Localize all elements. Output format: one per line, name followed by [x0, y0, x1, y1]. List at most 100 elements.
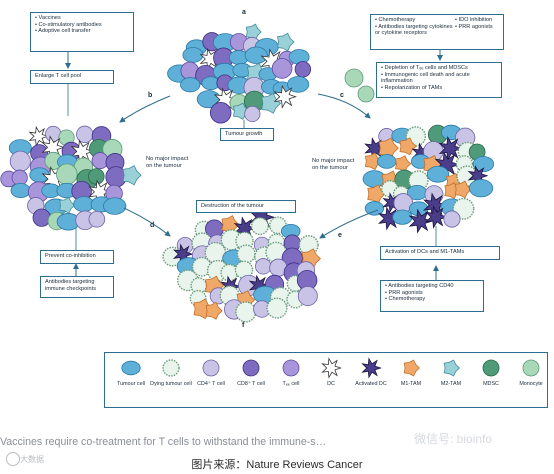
m1-tam-14 [364, 152, 382, 171]
destruction-label: Destruction of the tumour [201, 203, 264, 209]
tumour-cell-37 [468, 179, 494, 198]
chemo-item: Chemotherapy [375, 17, 455, 24]
monocyte-legend [522, 359, 540, 377]
panel-letter-d: d [150, 222, 155, 229]
caption: Vaccines require co-treatment for T cell… [0, 436, 327, 448]
prr-item: PRR agonists [455, 24, 503, 31]
legend-item-monocyte: Monocyte [509, 357, 553, 387]
treg-cell-swatch-icon [282, 359, 300, 377]
mdsc-legend [482, 359, 500, 377]
dying-tumour-cell-5 [250, 217, 269, 236]
depletion-item: Depletion of Tₑₑ cells and MDSCs [381, 65, 497, 72]
tumour-cell-swatch-icon [121, 360, 141, 376]
box-destruction: Destruction of the tumour [196, 200, 296, 213]
tumour-cell-32 [287, 76, 310, 93]
immunogenic-item: Immunogenic cell death and acute inflamm… [381, 72, 497, 85]
no-impact-left: No major impact on the tumour [146, 156, 189, 169]
tumour-cluster-right [362, 124, 495, 234]
arrow-c [317, 93, 371, 119]
cd40-item: Antibodies targeting CD40 [385, 283, 479, 290]
cd4-t-cell-swatch-icon [202, 359, 220, 377]
box-vaccines: Vaccines Co-stimulatory antibodies Adopt… [30, 12, 134, 52]
treg-cell-legend [282, 359, 300, 377]
adoptive-item: Adoptive cell transfer [35, 28, 129, 35]
arrow-e [319, 209, 379, 239]
m1-tam-swatch-icon [403, 359, 420, 377]
cd4-t-cell-3 [76, 125, 94, 144]
dying-tumour-cell-56 [235, 301, 257, 323]
monocyte-free-1 [344, 68, 364, 88]
tumour-cell-8 [182, 47, 204, 63]
cd4-t-cell-12 [9, 150, 31, 172]
cd4-t-cell-49 [443, 210, 461, 228]
legend-item-tumour-cell: Tumour cell [109, 357, 153, 387]
legend-item-m1-tam: M1-TAM [389, 357, 433, 387]
activated-dc-19 [434, 151, 461, 178]
monocyte-free-2 [357, 85, 375, 103]
arrow-d [123, 207, 171, 237]
mdsc-25 [88, 168, 105, 185]
m2-tam-7 [277, 32, 295, 52]
activated-dc-47 [408, 208, 434, 234]
box-activation: Activation of DCs and M1-TAMs [380, 246, 500, 260]
m1-tam-30 [367, 184, 386, 204]
cd8-t-cell-24 [294, 61, 312, 78]
m2-tam-40 [233, 102, 250, 120]
tumour-cell-38 [364, 201, 385, 216]
m1-tam-53 [193, 298, 214, 320]
tumour-cluster-a [167, 23, 312, 124]
dc-swatch-icon [321, 357, 342, 379]
panel-letter-e: e [338, 232, 342, 239]
legend-item-dying-tumour-cell: Dying tumour cell [149, 357, 193, 387]
legend-label: Tumour cell [117, 381, 145, 387]
box-cd40: Antibodies targeting CD40 PRR agonists C… [380, 280, 484, 312]
costim-item: Co-stimulatory antibodies [35, 22, 129, 29]
cytokine-item: Antibodies targeting cytokines or cytoki… [375, 24, 455, 37]
m2-tam-legend [443, 359, 460, 377]
tumour-cell-28 [10, 183, 31, 198]
tumour-cell-21 [472, 156, 495, 173]
cd8-t-cell-41 [32, 208, 51, 227]
m2-tam-37 [59, 196, 76, 214]
m1-tam-16 [395, 155, 412, 173]
box-tumour-growth: Tumour growth [220, 128, 274, 141]
box-chemotherapy: Chemotherapy Antibodies targeting cytoki… [370, 14, 504, 50]
dc-9 [199, 47, 222, 71]
dying-tumour-cell-swatch-icon [162, 359, 180, 377]
treg-cell-23 [271, 58, 293, 79]
dying-tumour-cell-58 [266, 297, 288, 319]
legend-item-dc: DC [309, 357, 353, 387]
ido-item: IDO inhibition [455, 17, 503, 24]
prr-agonists-item: PRR agonists [385, 290, 479, 297]
tumour-growth-label: Tumour growth [225, 131, 263, 137]
cd8-t-cell-39 [209, 102, 232, 124]
no-impact-right: No major impact on the tumour [312, 158, 355, 171]
panel-letter-c: c [340, 92, 344, 99]
tumour-cluster-destroyed [162, 204, 321, 323]
tumour-cell-25 [180, 77, 201, 93]
panel-letter-b: b [148, 92, 153, 99]
cd8-t-cell-legend [242, 359, 260, 377]
dying-tumour-cell-legend [162, 359, 180, 377]
dying-tumour-cell-31 [234, 260, 254, 280]
activated-dc-48 [424, 205, 448, 229]
cd4-t-cell-45 [88, 210, 106, 228]
activated-dc-45 [378, 206, 402, 231]
legend-item-cd4-t-cell: CD4⁺ T cell [189, 357, 233, 387]
activated-dc-11 [438, 135, 464, 161]
legend-label: CD8⁺ T cell [237, 381, 265, 387]
box-checkpoints: Antibodies targeting immune checkpoints [40, 276, 114, 298]
activation-label: Activation of DCs and M1-TAMs [385, 249, 465, 255]
legend-item-cd8-t-cell: CD8⁺ T cell [229, 357, 273, 387]
legend-label: Monocyte [519, 381, 543, 387]
legend-label: Dying tumour cell [150, 381, 192, 387]
tumour-cell-40 [103, 197, 127, 215]
monocyte-23 [56, 163, 78, 185]
panel-letter-a: a [242, 9, 246, 16]
cd4-t-cell-legend [202, 359, 220, 377]
prevent-label: Prevent co-inhibition [45, 253, 96, 259]
image-source: 图片来源：Nature Reviews Cancer [191, 459, 363, 471]
